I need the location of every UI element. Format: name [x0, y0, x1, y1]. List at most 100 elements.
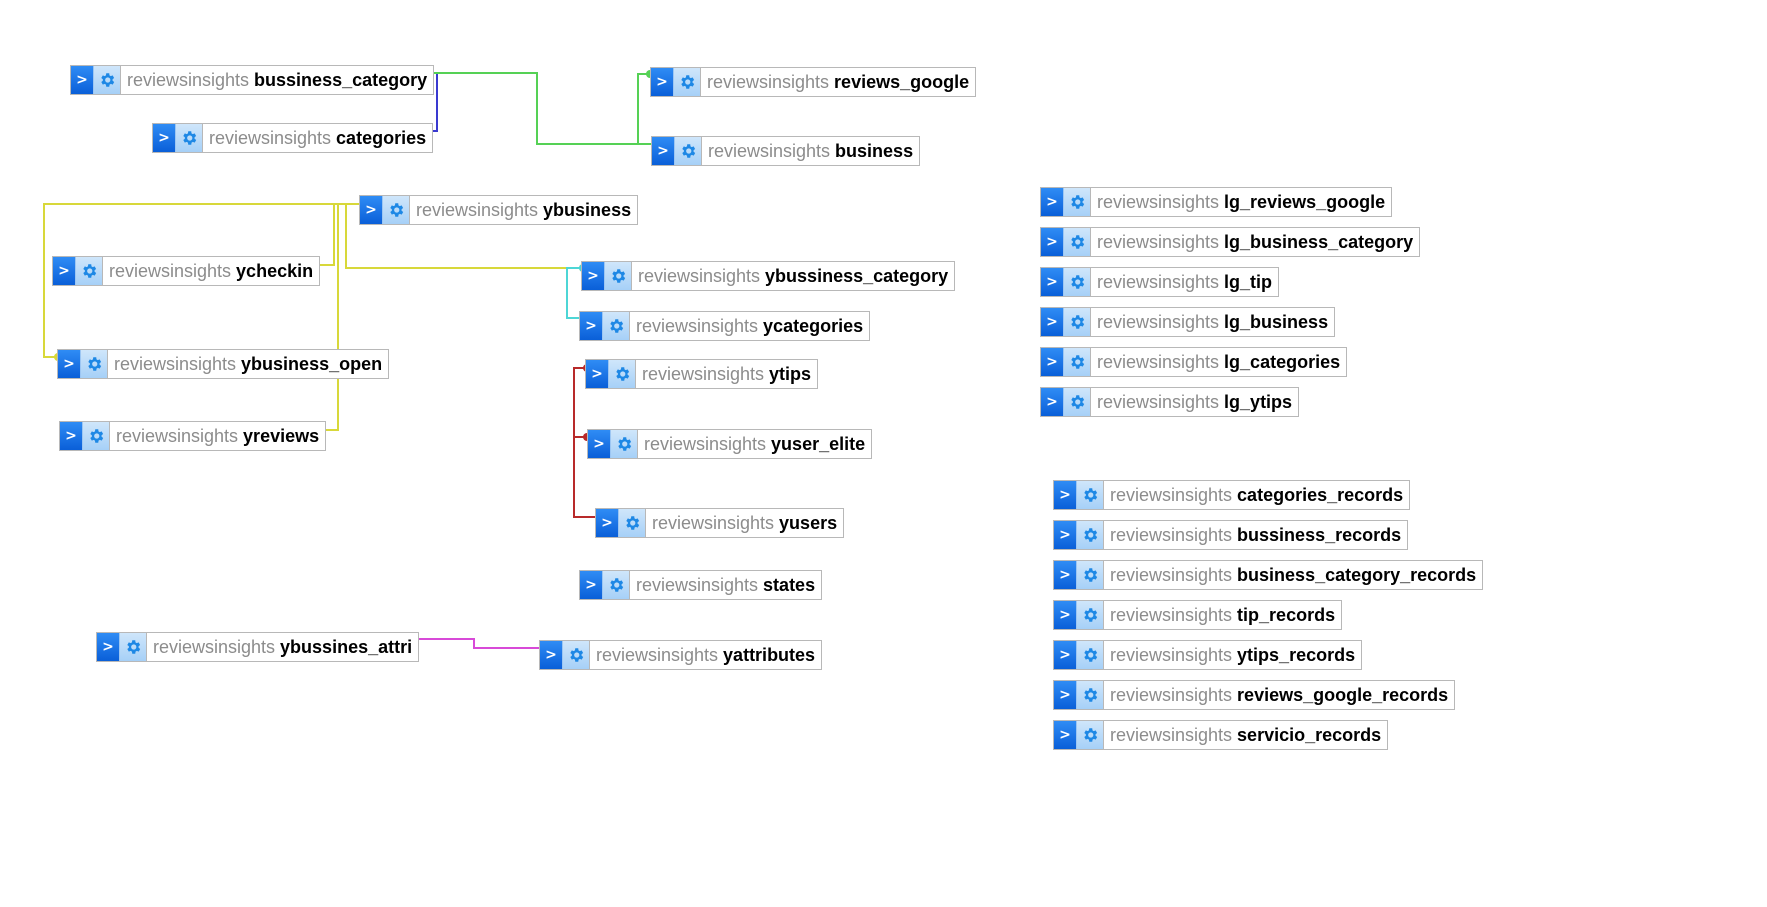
play-icon[interactable]: >: [71, 66, 94, 94]
schema-name: reviewsinsights: [1097, 391, 1220, 412]
play-icon[interactable]: >: [1041, 188, 1064, 216]
gear-icon[interactable]: [675, 137, 702, 165]
gear-icon[interactable]: [1077, 681, 1104, 709]
gear-icon[interactable]: [120, 633, 147, 661]
gear-icon[interactable]: [1077, 721, 1104, 749]
gear-icon[interactable]: [603, 571, 630, 599]
gear-icon[interactable]: [609, 360, 636, 388]
gear-icon[interactable]: [605, 262, 632, 290]
gear-icon[interactable]: [83, 422, 110, 450]
play-icon[interactable]: >: [588, 430, 611, 458]
schema-name: reviewsinsights: [416, 199, 539, 220]
table-name: categories: [336, 127, 427, 148]
play-icon[interactable]: >: [1041, 308, 1064, 336]
play-icon[interactable]: >: [586, 360, 609, 388]
gear-icon[interactable]: [1077, 481, 1104, 509]
play-icon[interactable]: >: [1041, 228, 1064, 256]
table-name: lg_business: [1224, 311, 1329, 332]
play-icon[interactable]: >: [1041, 348, 1064, 376]
play-icon[interactable]: >: [360, 196, 383, 224]
gear-icon[interactable]: [1077, 561, 1104, 589]
gear-icon[interactable]: [176, 124, 203, 152]
gear-icon[interactable]: [603, 312, 630, 340]
gear-icon[interactable]: [1064, 268, 1091, 296]
play-icon[interactable]: >: [582, 262, 605, 290]
gear-icon[interactable]: [1064, 348, 1091, 376]
gear-icon[interactable]: [611, 430, 638, 458]
link-ytips-yusers: [573, 367, 597, 518]
schema-name: reviewsinsights: [1097, 191, 1220, 212]
schema-name: reviewsinsights: [209, 127, 332, 148]
gear-icon[interactable]: [674, 68, 701, 96]
gear-icon[interactable]: [563, 641, 590, 669]
play-icon[interactable]: >: [153, 124, 176, 152]
gear-icon[interactable]: [1077, 601, 1104, 629]
schema-name: reviewsinsights: [114, 353, 237, 374]
play-icon[interactable]: >: [60, 422, 83, 450]
play-icon[interactable]: >: [540, 641, 563, 669]
gear-icon[interactable]: [1077, 521, 1104, 549]
play-icon[interactable]: >: [651, 68, 674, 96]
play-icon[interactable]: >: [596, 509, 619, 537]
link-ybussines_attri-yattributes: [409, 638, 541, 649]
gear-icon[interactable]: [76, 257, 103, 285]
gear-icon[interactable]: [383, 196, 410, 224]
play-icon[interactable]: >: [580, 312, 603, 340]
play-icon[interactable]: >: [1054, 561, 1077, 589]
play-icon[interactable]: >: [1054, 641, 1077, 669]
play-icon[interactable]: >: [97, 633, 120, 661]
play-icon[interactable]: >: [1054, 481, 1077, 509]
play-icon[interactable]: >: [1054, 721, 1077, 749]
schema-name: reviewsinsights: [1110, 684, 1233, 705]
play-icon[interactable]: >: [1054, 681, 1077, 709]
table-name: reviews_google: [834, 71, 970, 92]
play-icon[interactable]: >: [580, 571, 603, 599]
gear-icon[interactable]: [94, 66, 121, 94]
play-icon[interactable]: >: [1041, 268, 1064, 296]
play-icon[interactable]: >: [652, 137, 675, 165]
play-icon[interactable]: >: [1054, 601, 1077, 629]
schema-name: reviewsinsights: [707, 71, 830, 92]
play-icon[interactable]: >: [58, 350, 81, 378]
table-name: lg_business_category: [1224, 231, 1414, 252]
gear-icon[interactable]: [619, 509, 646, 537]
gear-icon[interactable]: [1077, 641, 1104, 669]
play-icon[interactable]: >: [53, 257, 76, 285]
gear-icon[interactable]: [81, 350, 108, 378]
gear-icon[interactable]: [1064, 308, 1091, 336]
gear-icon[interactable]: [1064, 188, 1091, 216]
gear-icon[interactable]: [1064, 228, 1091, 256]
play-icon[interactable]: >: [1041, 388, 1064, 416]
gear-icon[interactable]: [1064, 388, 1091, 416]
play-icon[interactable]: >: [1054, 521, 1077, 549]
